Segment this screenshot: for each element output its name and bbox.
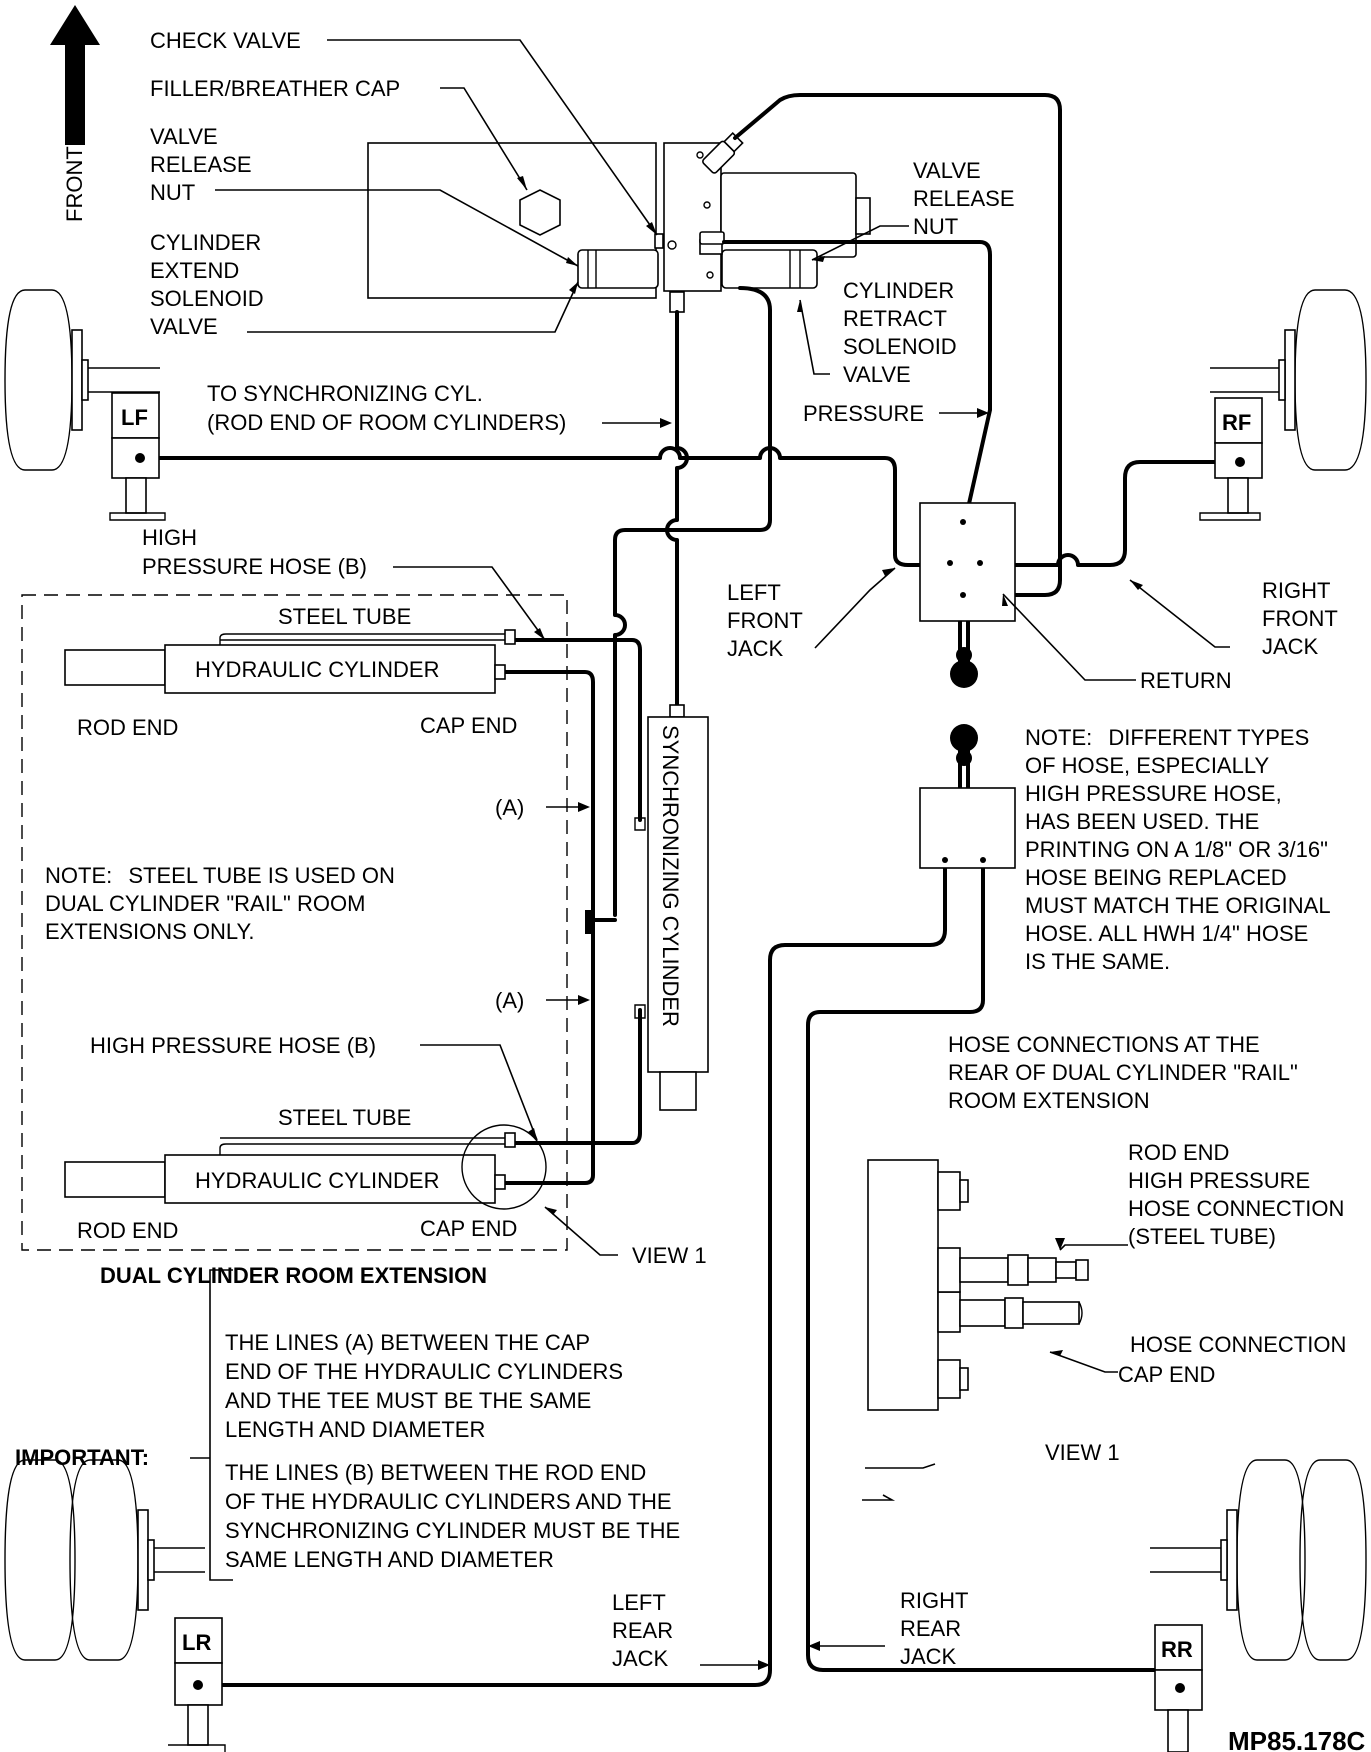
valve-release-nut-left-label: VALVE RELEASE NUT	[150, 124, 258, 205]
upper-valve-box	[919, 502, 1016, 622]
cap-end-conn-label: HOSE CONNECTION CAP END	[1118, 1332, 1352, 1387]
cap-end-top-line-a	[493, 670, 595, 1185]
pressure-hose	[722, 240, 992, 537]
hydraulic-cylinder-bottom-label: HYDRAULIC CYLINDER	[195, 1168, 440, 1193]
steel-tube-top-hose	[510, 638, 642, 822]
front-label: FRONT	[62, 146, 87, 222]
check-valve-label: CHECK VALVE	[150, 28, 301, 53]
sync-cylinder-body	[647, 716, 709, 1073]
jack-lr: LR	[4, 1459, 226, 1752]
view1-caption: VIEW 1	[1045, 1440, 1120, 1465]
hydraulic-cylinder-top	[164, 644, 496, 694]
important-line-a: THE LINES (A) BETWEEN THE CAP END OF THE…	[225, 1330, 629, 1442]
view1-circle	[461, 1124, 547, 1210]
valve-boxes	[919, 502, 1016, 869]
note-right: NOTE: DIFFERENT TYPES OF HOSE, ESPECIALL…	[1025, 725, 1336, 974]
rod-end-bottom-label: ROD END	[77, 1218, 178, 1243]
text-labels: CHECK VALVE FILLER/BREATHER CAP VALVE RE…	[15, 28, 1366, 1752]
to-sync-cyl-label: TO SYNCHRONIZING CYL. (ROD END OF ROOM C…	[207, 381, 566, 435]
line-a-top-label: (A)	[495, 795, 524, 820]
steel-tube-bottom-label: STEEL TUBE	[278, 1105, 411, 1130]
tee-fitting	[585, 910, 595, 934]
important-label: IMPORTANT:	[15, 1445, 149, 1470]
valve-release-nut-right-label: VALVE RELEASE NUT	[913, 158, 1021, 239]
left-rear-hose	[196, 866, 947, 1687]
filler-breather-cap	[519, 189, 561, 236]
cap-end-top-label: CAP END	[420, 713, 517, 738]
hose-conn-heading: HOSE CONNECTIONS AT THE REAR OF DUAL CYL…	[948, 1032, 1304, 1113]
jack-rf: RF	[1199, 289, 1367, 521]
view1-callout-label: VIEW 1	[632, 1243, 707, 1268]
jack-lf: LF	[4, 289, 166, 521]
extend-solenoid-valve	[577, 249, 659, 289]
jack-rf-label: RF	[1222, 410, 1251, 435]
hydraulic-cylinder-top-label: HYDRAULIC CYLINDER	[195, 657, 440, 682]
high-pressure-hose-b-top-label: HIGH PRESSURE HOSE (B)	[142, 525, 367, 579]
steel-tube-top	[219, 633, 505, 645]
rod-end-conn-label: ROD END HIGH PRESSURE HOSE CONNECTION (S…	[1128, 1140, 1350, 1249]
left-rear-jack-label: LEFT REAR JACK	[612, 1590, 679, 1671]
leader-lines	[190, 39, 1230, 1581]
jack-lf-label: LF	[121, 405, 148, 430]
right-rear-jack-label: RIGHT REAR JACK	[900, 1588, 974, 1669]
sync-cyl-feed-hose	[665, 310, 689, 707]
retract-to-rod-hose	[613, 286, 772, 917]
right-front-jack-label: RIGHT FRONT JACK	[1262, 578, 1344, 659]
dual-cylinder-extension	[21, 594, 646, 1251]
return-label: RETURN	[1140, 668, 1232, 693]
note-left: NOTE: STEEL TUBE IS USED ON DUAL CYLINDE…	[45, 863, 401, 944]
lower-connector	[950, 724, 978, 752]
steel-tube-bottom	[219, 1137, 505, 1155]
lower-valve-box	[919, 787, 1016, 869]
cap-end-bottom-label: CAP END	[420, 1216, 517, 1241]
drawing-number: MP85.178C	[1228, 1726, 1366, 1752]
retract-solenoid-valve	[721, 249, 818, 289]
sync-cylinder-label: SYNCHRONIZING CYLINDER	[658, 725, 683, 1027]
upper-connector	[950, 660, 978, 688]
extension-boundary	[21, 594, 568, 1251]
jack-rr: RR	[1150, 1459, 1367, 1752]
return-hose	[733, 93, 1062, 597]
pump-assembly	[367, 131, 871, 313]
hydraulic-cylinder-bottom	[164, 1154, 496, 1204]
cyl-extend-valve-label: CYLINDER EXTEND SOLENOID VALVE	[150, 230, 270, 339]
rod-end-top-label: ROD END	[77, 715, 178, 740]
high-pressure-hose-b-bottom-label: HIGH PRESSURE HOSE (B)	[90, 1033, 376, 1058]
hoses	[138, 93, 1242, 1687]
pressure-label: PRESSURE	[803, 401, 924, 426]
left-front-jack-label: LEFT FRONT JACK	[727, 580, 809, 661]
pump-motor	[720, 172, 857, 258]
view1-plate	[867, 1159, 939, 1411]
front-arrow: FRONT	[50, 5, 100, 222]
view1-detail	[867, 1159, 1089, 1411]
front-jack-line	[138, 446, 1242, 567]
steel-tube-bottom-hose	[510, 1008, 642, 1145]
filler-cap-label: FILLER/BREATHER CAP	[150, 76, 400, 101]
important-line-b: THE LINES (B) BETWEEN THE ROD END OF THE…	[225, 1460, 686, 1572]
steel-tube-top-label: STEEL TUBE	[278, 604, 411, 629]
dual-cyl-extension-label: DUAL CYLINDER ROOM EXTENSION	[100, 1263, 487, 1288]
jack-rr-label: RR	[1161, 1637, 1193, 1662]
arrowheads	[517, 176, 1143, 1670]
line-a-bottom-label: (A)	[495, 988, 524, 1013]
jack-lr-label: LR	[182, 1630, 211, 1655]
synchronizing-cylinder: SYNCHRONIZING CYLINDER	[647, 704, 709, 1111]
cyl-retract-valve-label: CYLINDER RETRACT SOLENOID VALVE	[843, 278, 963, 387]
